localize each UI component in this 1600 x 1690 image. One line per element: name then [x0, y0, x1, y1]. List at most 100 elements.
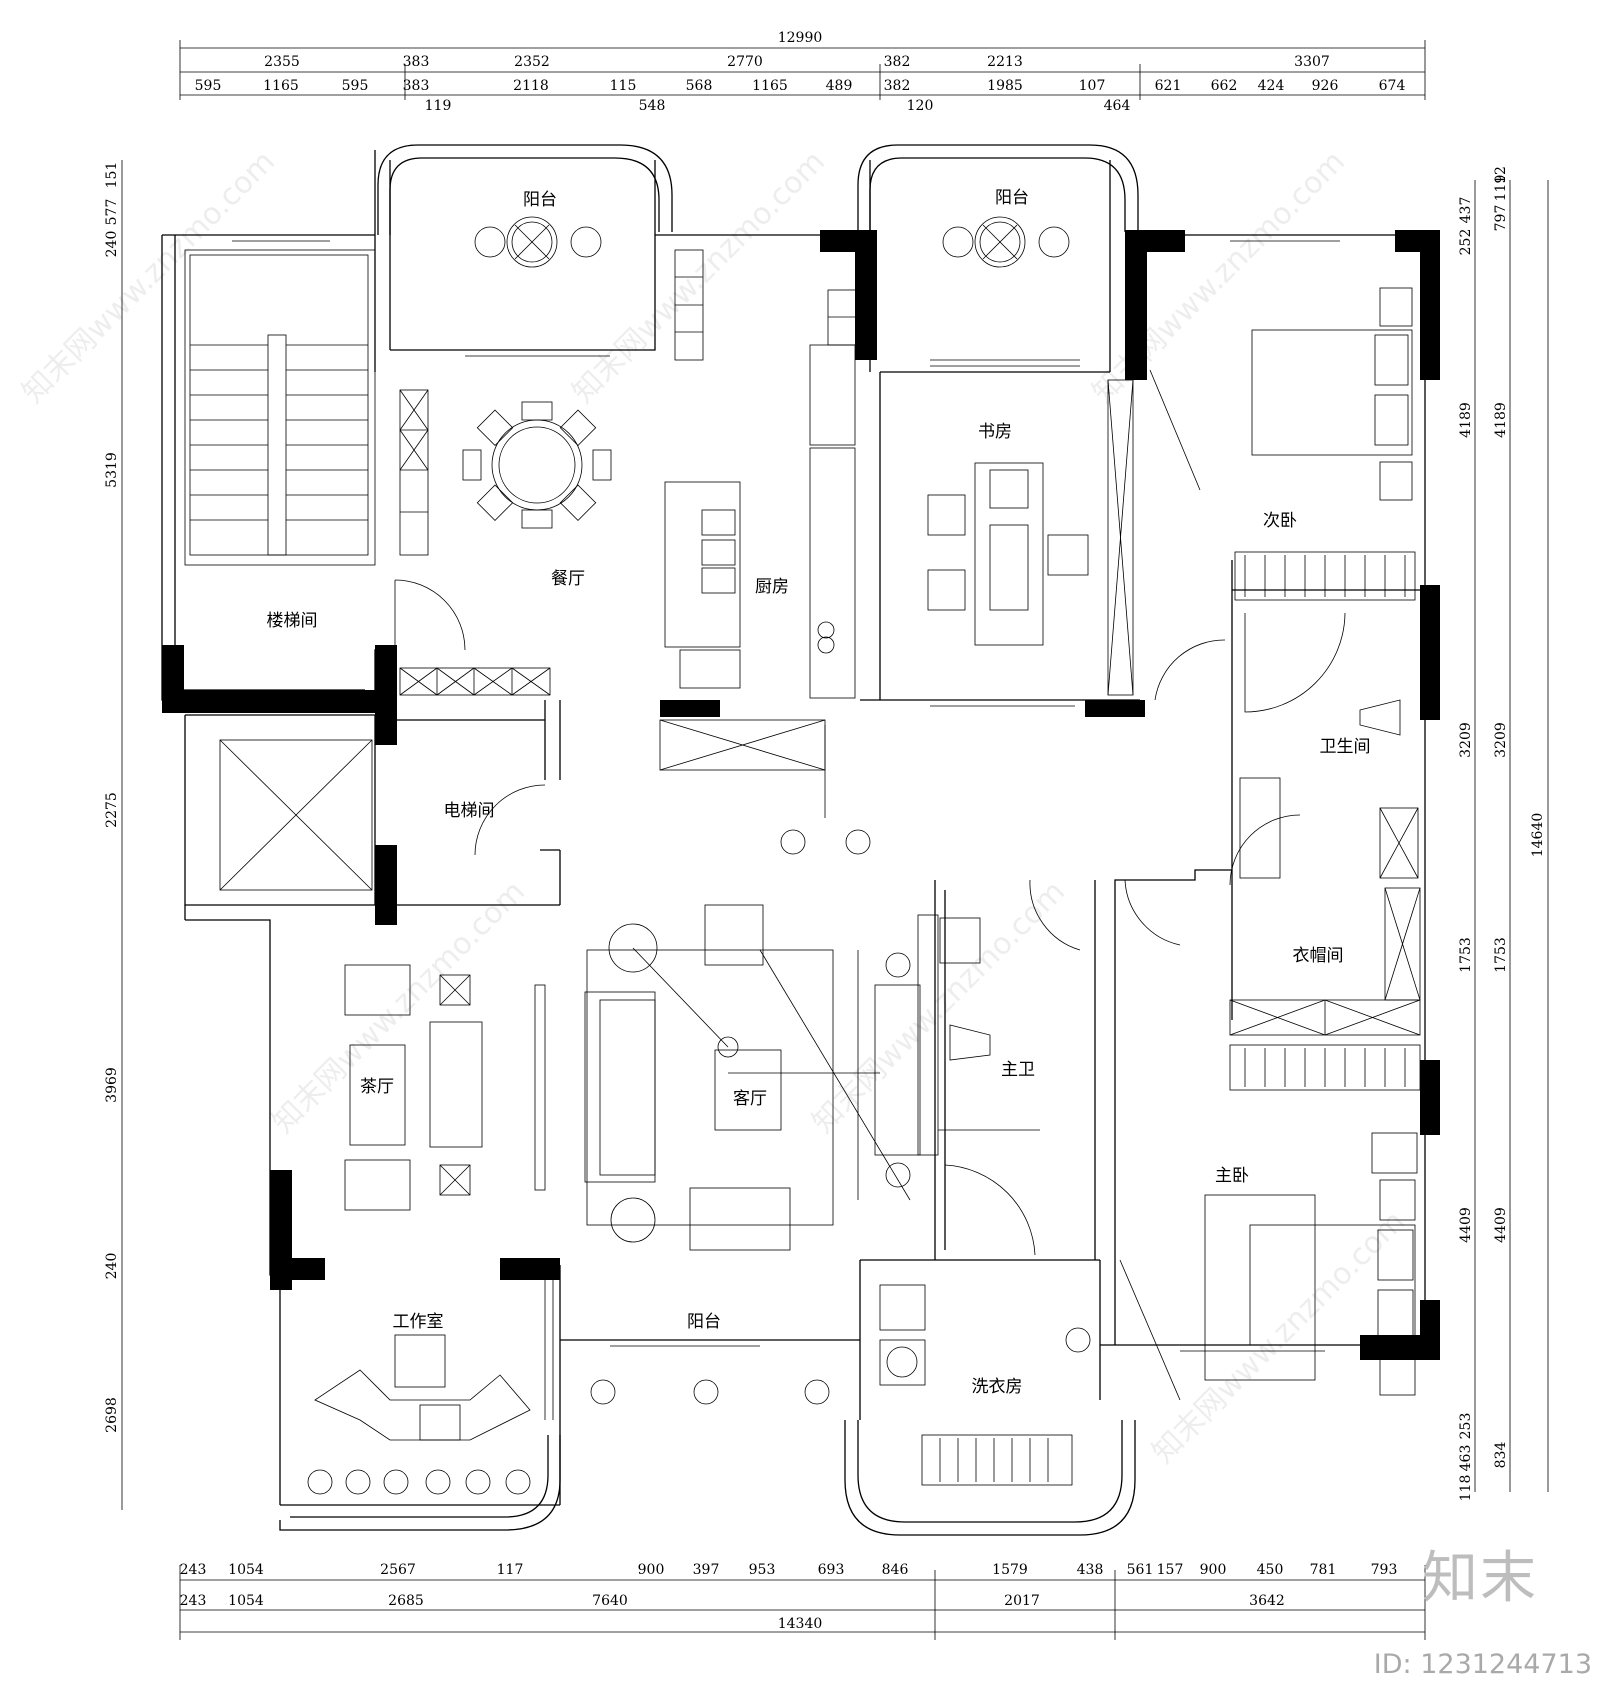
room-labels: 阳台 阳台 餐厅 楼梯间 厨房 书房 次卧 卫生间 电梯间 衣帽间 茶厅 客厅 … [267, 188, 1371, 1397]
dim-top-r1-0: 2355 [264, 54, 300, 70]
dim-right-out-2: 797 [1493, 205, 1509, 232]
dim-right-out-1: 12 [1493, 166, 1509, 184]
dim-bot-r2-1: 1054 [228, 1593, 264, 1609]
dim-bot-r1-11: 561 [1127, 1562, 1154, 1578]
dim-left-6: 240 [104, 1253, 120, 1280]
dim-left-4: 2275 [104, 792, 120, 828]
studio-furniture [314, 1334, 531, 1441]
dim-left-1: 577 [104, 199, 120, 226]
dim-bottom-total: 14340 [778, 1616, 823, 1632]
dim-top-r2-15: 926 [1312, 78, 1339, 94]
dim-top-r1-3: 2770 [727, 54, 763, 70]
brand-logo: 知末 [1422, 1546, 1538, 1611]
dim-bot-r1-9: 1579 [992, 1562, 1028, 1578]
dim-bot-r1-14: 450 [1257, 1562, 1284, 1578]
dimension-labels: 12990 2355 383 2352 2770 382 2213 3307 5… [104, 30, 1546, 1632]
dim-bot-r1-10: 438 [1077, 1562, 1104, 1578]
dim-left-2: 240 [104, 231, 120, 258]
dim-top-r2-11: 107 [1079, 78, 1106, 94]
room-label-tea-room: 茶厅 [360, 1077, 394, 1097]
dim-right-out-6: 4409 [1493, 1207, 1509, 1243]
room-label-elevator-hall: 电梯间 [444, 801, 495, 821]
room-label-balcony-top-left: 阳台 [523, 190, 557, 210]
dim-top-r2-5: 115 [610, 78, 637, 94]
second-bedroom-furniture [1234, 287, 1416, 601]
room-label-cloakroom: 衣帽间 [1293, 946, 1344, 966]
hall-cabinet [399, 667, 551, 696]
dim-top-r1-4: 382 [884, 54, 911, 70]
balcony-table-set-right [942, 216, 1070, 268]
dim-bot-r1-4: 900 [638, 1562, 665, 1578]
dim-top-r2-14: 424 [1258, 78, 1285, 94]
dim-top-r1-6: 3307 [1294, 54, 1330, 70]
dim-right-out-5: 1753 [1493, 937, 1509, 973]
dim-right-in-8: 118 [1458, 1475, 1474, 1502]
concrete-columns [162, 230, 1440, 1360]
dim-bot-r1-1: 1054 [228, 1562, 264, 1578]
room-label-stairwell: 楼梯间 [267, 611, 318, 631]
dim-right-total: 14640 [1530, 813, 1546, 858]
dim-top-r2-2: 595 [342, 78, 369, 94]
dim-bot-r1-2: 2567 [380, 1562, 416, 1578]
dim-top-r2-8: 489 [826, 78, 853, 94]
dim-top-r2-12: 621 [1155, 78, 1182, 94]
living-room-furniture [534, 904, 921, 1251]
cloakroom-wardrobes [1229, 887, 1421, 1091]
dim-bot-r1-7: 693 [818, 1562, 845, 1578]
dim-top-r2-0: 595 [195, 78, 222, 94]
master-bedroom-furniture [1204, 1132, 1418, 1396]
dim-right-out-3: 4189 [1493, 402, 1509, 438]
dim-right-in-5: 4409 [1458, 1207, 1474, 1243]
dim-top-r3-1: 548 [639, 98, 666, 114]
dim-bot-r2-5: 3642 [1249, 1593, 1285, 1609]
dim-top-r3-2: 120 [907, 98, 934, 114]
dim-bot-r2-2: 2685 [388, 1593, 424, 1609]
dim-top-total: 12990 [778, 30, 823, 46]
dim-bot-r1-6: 953 [749, 1562, 776, 1578]
tea-room-furniture [344, 964, 483, 1211]
bathroom-fixtures [1239, 612, 1419, 879]
study-furniture [927, 379, 1134, 696]
dim-top-r2-7: 1165 [752, 78, 788, 94]
dining-table [399, 389, 612, 556]
dim-right-out-7: 834 [1493, 1442, 1509, 1469]
dim-top-r2-3: 383 [403, 78, 430, 94]
dim-right-in-4: 1753 [1458, 937, 1474, 973]
laundry-fixtures [879, 1284, 1091, 1486]
master-bath-fixtures [917, 914, 1040, 1156]
dim-top-r2-10: 1985 [987, 78, 1023, 94]
balcony-table-set-left [474, 216, 602, 268]
room-label-dining: 餐厅 [551, 569, 585, 589]
dim-top-r1-1: 383 [403, 54, 430, 70]
room-label-master-bath: 主卫 [1001, 1060, 1035, 1080]
dim-bot-r2-0: 243 [180, 1593, 207, 1609]
dim-left-7: 2698 [104, 1397, 120, 1433]
dim-bot-r2-3: 7640 [592, 1593, 628, 1609]
dim-top-r3-0: 119 [425, 98, 452, 114]
image-id-label: ID: 1231244713 [1373, 1649, 1592, 1680]
room-label-balcony-bottom: 阳台 [687, 1312, 721, 1332]
dim-bot-r2-4: 2017 [1004, 1593, 1040, 1609]
dim-right-in-2: 4189 [1458, 402, 1474, 438]
dim-left-3: 5319 [104, 452, 120, 488]
dim-top-r2-16: 674 [1379, 78, 1406, 94]
elevator-shaft [219, 739, 373, 891]
room-label-laundry: 洗衣房 [972, 1377, 1023, 1397]
doors [394, 369, 1301, 1401]
walls [161, 150, 1426, 1506]
dim-bot-r1-5: 397 [693, 1562, 720, 1578]
dim-bot-r1-16: 793 [1371, 1562, 1398, 1578]
dim-top-r2-9: 382 [884, 78, 911, 94]
dim-top-r2-4: 2118 [513, 78, 549, 94]
dim-bot-r1-0: 243 [180, 1562, 207, 1578]
dim-bot-r1-15: 781 [1310, 1562, 1337, 1578]
dim-top-r1-2: 2352 [514, 54, 550, 70]
dim-right-out-0: 119 [1493, 175, 1509, 202]
kitchen-counters [659, 249, 857, 818]
dim-right-in-1: 437 [1458, 197, 1474, 224]
dimension-lines [121, 40, 1549, 1640]
dim-top-r3-3: 464 [1104, 98, 1131, 114]
room-label-study: 书房 [978, 422, 1012, 442]
windows [232, 234, 1340, 1420]
